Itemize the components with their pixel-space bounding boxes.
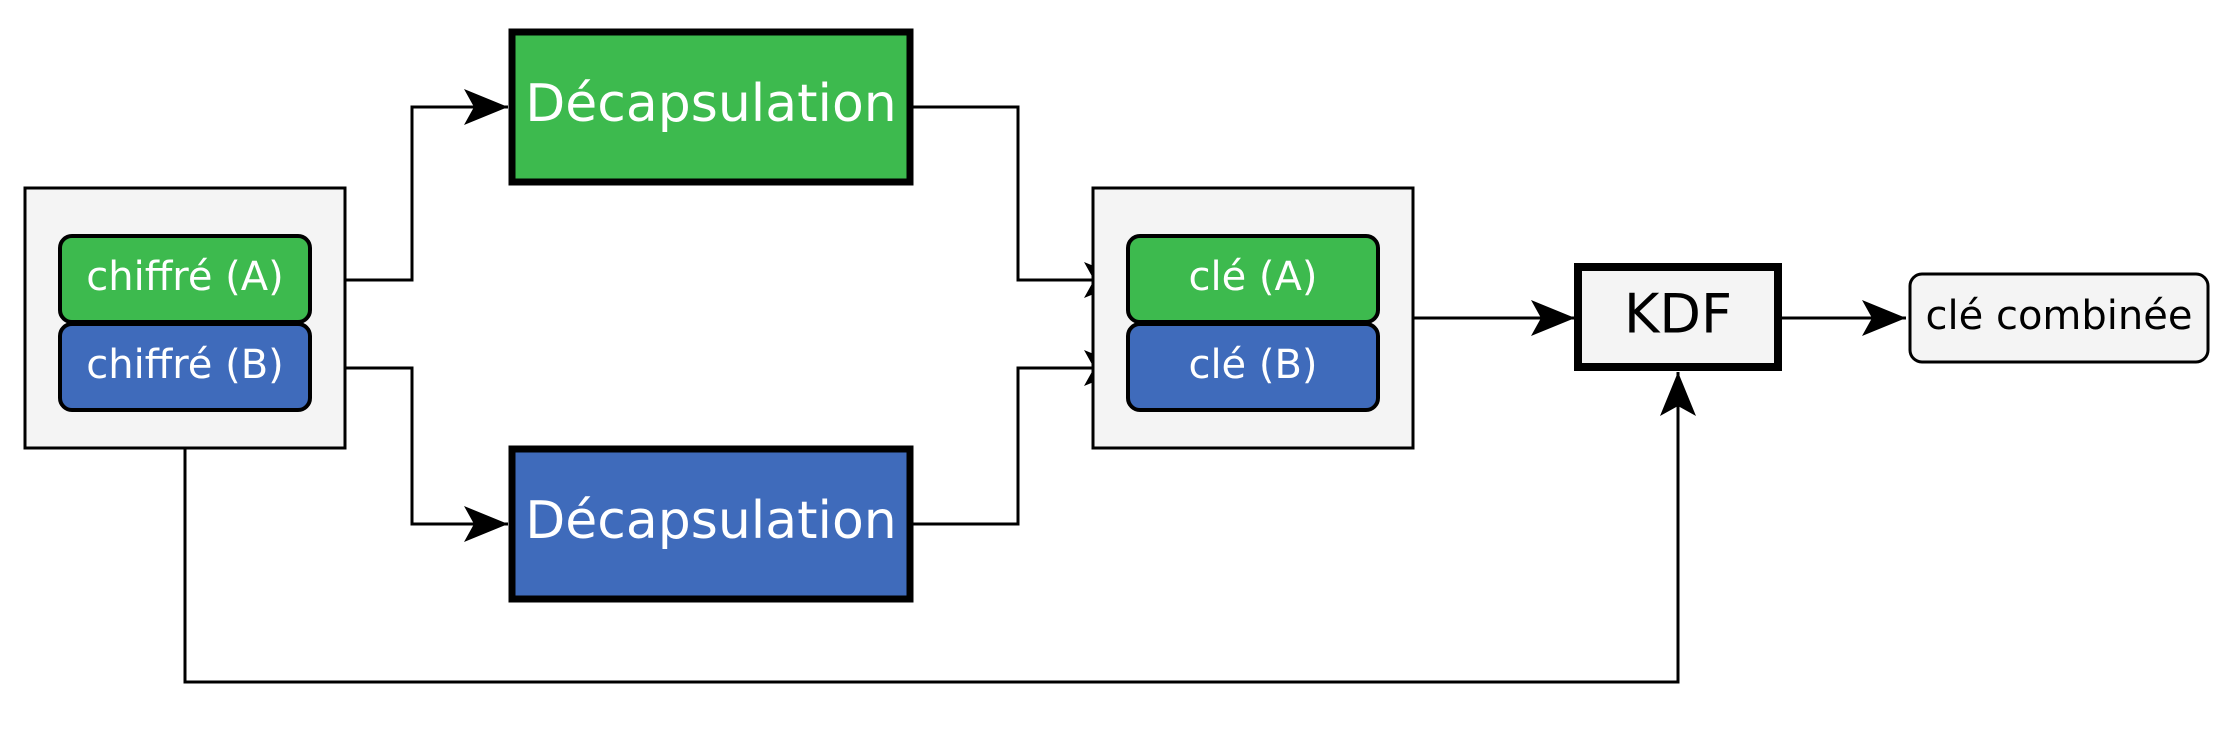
combined-key-label: clé combinée [1926, 293, 2193, 339]
arrow-ciphertexts-to-kdf [183, 372, 1696, 684]
decapsulation-top [508, 28, 914, 186]
key-b-box [1126, 322, 1380, 412]
decapsulation-top-label: Décapsulation [525, 74, 896, 134]
key-a-label: clé (A) [1188, 254, 1317, 300]
cipher-a-label: chiffré (A) [86, 254, 283, 300]
cipher-b-label: chiffré (B) [86, 342, 284, 388]
kdf-box [1574, 263, 1782, 371]
arrow-decap-bottom-to-key-b [912, 350, 1128, 526]
key-b-label: clé (B) [1188, 342, 1317, 388]
arrow-cipher-b-to-decap-bottom [312, 366, 508, 542]
arrow-decap-top-to-key-a [912, 105, 1128, 298]
kdf-label: KDF [1624, 283, 1732, 346]
connectors [183, 89, 1906, 684]
combined-key-box [1908, 272, 2210, 364]
decapsulation-bottom [508, 445, 914, 603]
decapsulation-bottom-label: Décapsulation [525, 491, 896, 551]
arrow-cipher-a-to-decap-top [312, 89, 508, 282]
cipher-b-box [58, 322, 312, 412]
